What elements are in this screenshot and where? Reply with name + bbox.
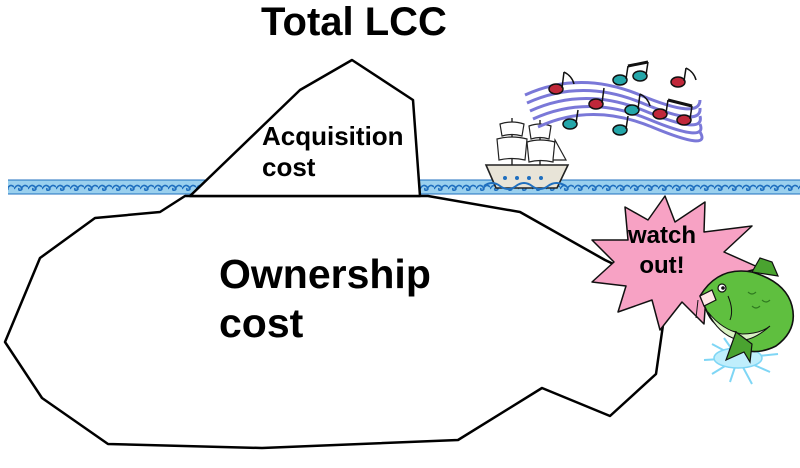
acquisition-cost-line-1: Acquisition [262,121,404,151]
ownership-cost-line-2: cost [219,300,304,346]
ownership-cost-label: Ownership cost [219,250,431,348]
ownership-cost-line-1: Ownership [219,251,431,297]
ship-icon [483,118,570,190]
watch-out-line-1: watch [627,222,696,249]
watch-out-label: watch out! [606,221,718,281]
acquisition-cost-line-2: cost [262,152,316,182]
iceberg-base [3,194,670,450]
watch-out-line-2: out! [639,252,685,279]
fish-icon [695,257,795,364]
iceberg-tip [188,58,422,198]
acquisition-cost-label: Acquisition cost [262,121,404,183]
diagram-title: Total LCC [261,0,447,44]
music-notes-icon [524,60,704,143]
